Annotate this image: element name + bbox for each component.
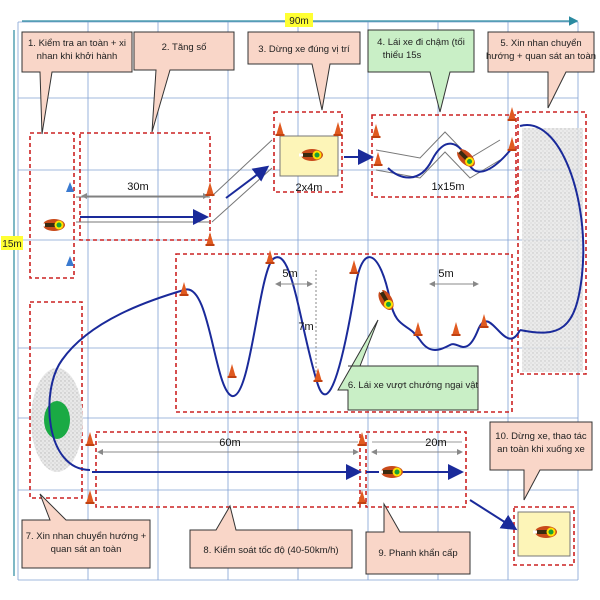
route-path bbox=[48, 124, 585, 531]
callout-1-line-2: nhan khi khởi hành bbox=[37, 51, 118, 62]
zone-turn-right bbox=[517, 111, 587, 375]
traffic-cone-icon bbox=[349, 260, 359, 274]
callout-5-line-1: 5. Xin nhan chuyển bbox=[500, 38, 581, 49]
motorcycle-rider-icon bbox=[41, 219, 65, 231]
measure-30m: 30m bbox=[127, 181, 148, 193]
height-dimension: 15m bbox=[1, 30, 23, 576]
traffic-cone-icon bbox=[265, 250, 275, 264]
callout-6: 6. Lái xe vượt chướng ngại vật bbox=[337, 319, 479, 411]
callout-10-line-2: an toàn khi xuống xe bbox=[497, 444, 585, 455]
callout-7-line-1: 7. Xin nhan chuyển hướng + bbox=[26, 531, 147, 542]
callout-7: 7. Xin nhan chuyển hướng + quan sát an t… bbox=[21, 493, 151, 569]
callout-8: 8. Kiểm soát tốc độ (40-50km/h) bbox=[189, 504, 353, 569]
measure-1x15m: 1x15m bbox=[431, 181, 464, 193]
zone-turn-left bbox=[29, 301, 83, 499]
traffic-cone-icon bbox=[451, 322, 461, 336]
zone-boxes bbox=[29, 111, 587, 566]
zone-brake bbox=[365, 431, 467, 508]
callout-9-line-1: 9. Phanh khẩn cấp bbox=[378, 548, 457, 559]
traffic-cone-icon bbox=[507, 107, 517, 121]
motorcycle-rider-icon bbox=[379, 466, 403, 478]
measure-60m: 60m bbox=[219, 437, 240, 449]
traffic-cone-icon bbox=[85, 490, 95, 504]
measure-5m-b: 5m bbox=[438, 268, 453, 280]
blue-markers bbox=[66, 182, 74, 266]
zone-slow bbox=[371, 114, 517, 198]
traffic-cone-icon bbox=[205, 232, 215, 246]
green-circle bbox=[44, 401, 70, 439]
callout-5: 5. Xin nhan chuyển hướng + quan sát an t… bbox=[486, 31, 596, 109]
callout-4-line-2: thiểu 15s bbox=[383, 50, 422, 61]
callout-5-line-2: hướng + quan sát an toàn bbox=[486, 51, 596, 62]
callout-2-line-1: 2. Tăng số bbox=[162, 42, 207, 53]
callout-10: 10. Dừng xe, thao tác an toàn khi xuống … bbox=[489, 421, 593, 501]
traffic-cone-icon bbox=[413, 322, 423, 336]
traffic-cone-icon bbox=[85, 432, 95, 446]
zone-obstacle bbox=[175, 253, 513, 413]
measure-2x4m: 2x4m bbox=[296, 182, 323, 194]
zone-exit bbox=[513, 506, 575, 566]
width-label: 90m bbox=[289, 16, 308, 27]
traffic-cone-icon bbox=[205, 182, 215, 196]
callout-3-line-1: 3. Dừng xe đúng vị trí bbox=[258, 44, 350, 55]
traffic-cone-icon bbox=[357, 432, 367, 446]
traffic-cone-icon bbox=[371, 124, 381, 138]
width-dimension: 90m bbox=[22, 13, 579, 27]
callout-10-line-1: 10. Dừng xe, thao tác bbox=[495, 431, 587, 442]
blue-marker-icon bbox=[66, 182, 74, 192]
turning-areas bbox=[31, 128, 583, 472]
zone-start bbox=[29, 132, 75, 279]
traffic-cone-icon bbox=[357, 490, 367, 504]
motorcycle-rider-icon bbox=[452, 144, 479, 171]
blue-marker-icon bbox=[66, 256, 74, 266]
callout-4-line-1: 4. Lái xe đi chậm (tối bbox=[377, 37, 465, 48]
callout-9: 9. Phanh khẩn cấp bbox=[365, 502, 471, 575]
callout-8-line-1: 8. Kiểm soát tốc độ (40-50km/h) bbox=[203, 545, 338, 556]
callout-7-line-2: quan sát an toàn bbox=[51, 544, 122, 555]
motorcycle-rider-icon bbox=[374, 285, 397, 313]
measure-lines bbox=[81, 193, 479, 455]
callout-2: 2. Tăng số bbox=[133, 31, 235, 133]
callout-6-line-1: 6. Lái xe vượt chướng ngại vật bbox=[348, 380, 479, 391]
measure-20m: 20m bbox=[425, 437, 446, 449]
callout-4: 4. Lái xe đi chậm (tối thiểu 15s bbox=[367, 29, 475, 113]
callout-3: 3. Dừng xe đúng vị trí bbox=[247, 31, 361, 111]
vehicles bbox=[41, 144, 557, 538]
traffic-cone-icon bbox=[227, 364, 237, 378]
traffic-cone-icon bbox=[507, 137, 517, 151]
zone-stop bbox=[273, 111, 343, 193]
traffic-cone-icon bbox=[333, 122, 343, 136]
measure-7m: 7m bbox=[298, 321, 313, 333]
traffic-cone-icon bbox=[373, 152, 383, 166]
callout-1-line-1: 1. Kiểm tra an toàn + xi bbox=[28, 38, 126, 49]
measurement-labels: 30m 2x4m 1x15m 5m 5m 7m 60m 20m bbox=[127, 181, 464, 449]
traffic-cone-icon bbox=[275, 122, 285, 136]
callout-1: 1. Kiểm tra an toàn + xi nhan khi khởi h… bbox=[21, 31, 133, 135]
measure-5m-a: 5m bbox=[282, 268, 297, 280]
height-label: 15m bbox=[2, 239, 21, 250]
